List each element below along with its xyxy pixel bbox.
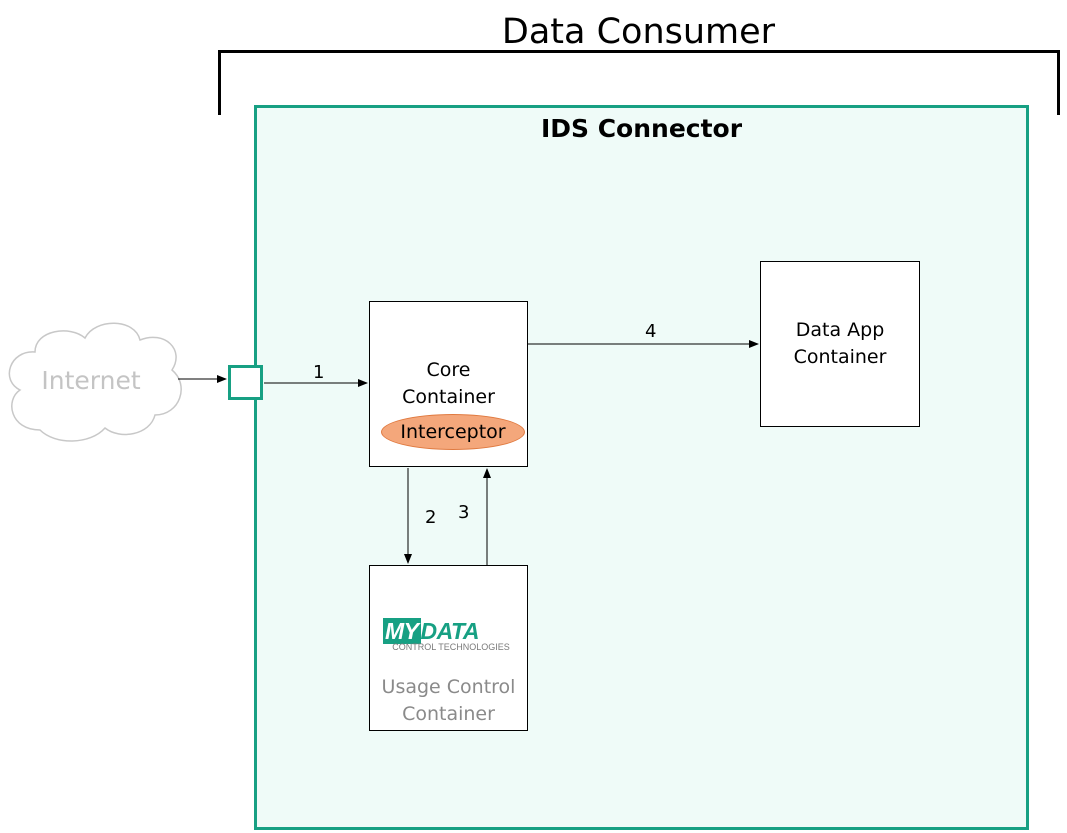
edge-label-2: 2 (425, 507, 437, 528)
connector-port (228, 365, 263, 400)
usage-control-label-line1: Usage Control (381, 676, 516, 698)
usage-control-label-line2: Container (402, 703, 495, 725)
interceptor-ellipse: Interceptor (381, 414, 525, 450)
data-app-container-label: Data App Container (760, 317, 920, 371)
data-app-label-line2: Container (793, 346, 887, 368)
edge-label-1: 1 (313, 362, 325, 383)
data-app-container-box (760, 261, 920, 427)
core-container-label-line1: Core (426, 359, 471, 381)
edge-label-3: 3 (458, 502, 470, 523)
internet-label: Internet (41, 366, 141, 395)
core-container-label-line2: Container (402, 386, 495, 408)
data-app-label-line1: Data App (795, 319, 885, 341)
edge-label-4: 4 (645, 321, 657, 342)
mydata-logo-subtitle: CONTROL TECHNOLOGIES (392, 642, 510, 652)
mydata-logo: MYDATA (383, 618, 479, 645)
mydata-logo-data: DATA (420, 618, 480, 644)
core-container-label: Core Container (369, 357, 528, 411)
usage-control-container-label: Usage Control Container (369, 674, 528, 728)
mydata-logo-my: MY (383, 618, 421, 644)
ids-connector-title: IDS Connector (540, 114, 743, 143)
diagram-title: Data Consumer (501, 12, 776, 52)
usage-control-container-box (369, 565, 528, 731)
data-consumer-bracket (218, 50, 1060, 115)
